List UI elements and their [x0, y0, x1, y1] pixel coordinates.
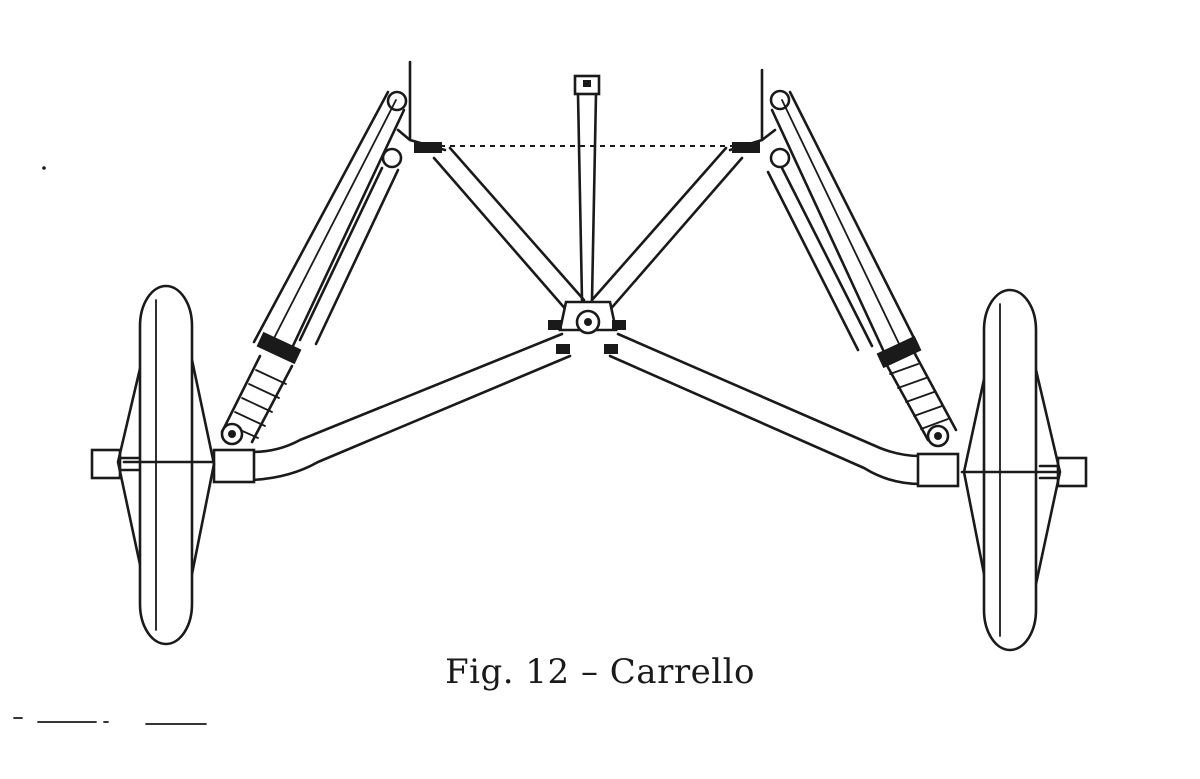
left-oleo-strut: [252, 90, 406, 365]
scan-speck: [42, 166, 46, 170]
right-wheel: [960, 288, 1062, 652]
right-shock-absorber: [882, 350, 958, 448]
left-diagonal-brace: [432, 146, 586, 314]
central-vertical-strut: [573, 74, 601, 302]
left-wheel: [116, 284, 216, 646]
right-axle-strut: [608, 332, 922, 486]
right-hinge-bracket: [728, 68, 791, 169]
left-axle-strut: [250, 332, 572, 482]
figure-caption: Fig. 12 – Carrello: [445, 652, 755, 692]
left-axle-hub: [90, 448, 256, 484]
right-diagonal-brace: [590, 146, 744, 314]
left-hinge-bracket: [381, 60, 447, 169]
central-junction-fitting: [548, 300, 626, 354]
right-oleo-strut: [766, 90, 922, 369]
left-shock-absorber: [220, 354, 294, 446]
scan-margin-marks: [13, 717, 207, 725]
